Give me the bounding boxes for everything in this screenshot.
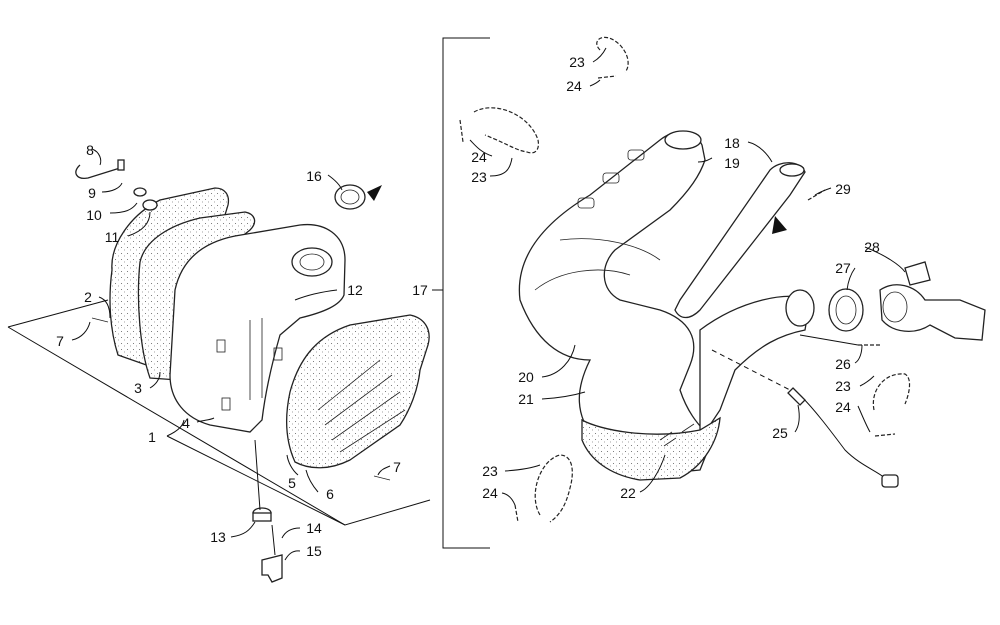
mount-bracket (261, 554, 283, 583)
callout-label: 15 (306, 543, 322, 559)
callout-label: 24 (482, 485, 498, 501)
callout-label: 27 (835, 260, 851, 276)
heat-shield-front (286, 314, 430, 469)
group-bracket (432, 37, 490, 549)
callout-label: 21 (518, 391, 534, 407)
mount-stem (254, 439, 276, 556)
clamp-chain (473, 107, 540, 154)
muffler-assembly (7, 159, 431, 583)
callout-label: 23 (482, 463, 498, 479)
muffler-outlet (291, 247, 333, 277)
callout-label: 12 (347, 282, 363, 298)
spring (597, 75, 617, 79)
callout-label: 1 (148, 429, 156, 445)
callout-label: 8 (86, 142, 94, 158)
head-pipe-end (779, 163, 805, 177)
chamber-port (577, 197, 595, 209)
exhaust-gasket-inner (835, 295, 857, 325)
callout-label: 17 (412, 282, 428, 298)
callout-label: 9 (88, 185, 96, 201)
callout-label: 4 (182, 415, 190, 431)
pin (75, 164, 121, 179)
chamber-inlet (664, 130, 702, 150)
chamber-port (602, 172, 620, 184)
sensor-wire (799, 394, 886, 479)
spring-clip (373, 475, 391, 481)
callout-label: 24 (835, 399, 851, 415)
muffler-outlet-inner (299, 253, 325, 271)
gasket-ring (334, 184, 366, 210)
clamp-chain (596, 36, 629, 73)
callout-labels: 1 2 3 4 5 6 7 7 8 9 10 11 12 13 14 15 16… (56, 54, 880, 559)
callout-label: 24 (566, 78, 582, 94)
callout-label: 6 (326, 486, 334, 502)
bushing (142, 199, 158, 211)
spring (874, 433, 896, 437)
grommet-body (252, 512, 272, 522)
callout-label: 2 (84, 289, 92, 305)
callout-label: 20 (518, 369, 534, 385)
leader-lines (71, 47, 906, 561)
callout-label: 7 (393, 459, 401, 475)
gasket-ring-inner (340, 189, 360, 205)
exhaust-gasket (828, 288, 864, 332)
callout-label: 10 (86, 207, 102, 223)
direction-arrow (367, 185, 382, 201)
callout-label: 23 (835, 378, 851, 394)
callout-label: 7 (56, 333, 64, 349)
sensor-connector (881, 474, 899, 488)
spring-clip (91, 317, 109, 323)
muffler-rib (249, 318, 263, 400)
callout-label: 29 (835, 181, 851, 197)
shield-rib (317, 359, 406, 453)
sensor-dash (711, 349, 791, 391)
callout-label: 18 (724, 135, 740, 151)
sensor-body (787, 387, 806, 406)
coupler (785, 289, 815, 327)
callout-label: 25 (772, 425, 788, 441)
spring (459, 119, 464, 143)
callout-label: 23 (569, 54, 585, 70)
expansion-chamber-assembly (432, 36, 986, 549)
callout-label: 16 (306, 168, 322, 184)
manifold-port (882, 291, 908, 323)
pin-head (117, 159, 125, 171)
callout-label: 26 (835, 356, 851, 372)
spring (514, 504, 519, 523)
exhaust-manifold (879, 284, 986, 341)
lower-heat-shield (581, 416, 721, 481)
spring (807, 189, 826, 201)
callout-label: 24 (471, 149, 487, 165)
washer (133, 187, 147, 197)
manifold-flange (904, 261, 931, 286)
callout-label: 14 (306, 520, 322, 536)
head-pipe (674, 162, 806, 319)
muffler-slot (221, 397, 231, 411)
callout-label: 5 (288, 475, 296, 491)
shield-hash (659, 423, 695, 447)
callout-label: 13 (210, 529, 226, 545)
callout-label: 23 (471, 169, 487, 185)
clamp-chain (872, 373, 911, 411)
muffler-slot (273, 347, 283, 361)
clamp-chain (534, 454, 573, 523)
direction-arrow (772, 216, 787, 234)
chamber-port (627, 149, 645, 161)
muffler-slot (216, 339, 226, 353)
lower-pipe (699, 295, 811, 443)
callout-label: 28 (864, 239, 880, 255)
callout-label: 11 (105, 229, 120, 245)
callout-label: 3 (134, 380, 142, 396)
callout-label: 22 (620, 485, 636, 501)
chamber-seam (534, 238, 661, 291)
muffler-body (169, 223, 346, 433)
callout-label: 19 (724, 155, 740, 171)
